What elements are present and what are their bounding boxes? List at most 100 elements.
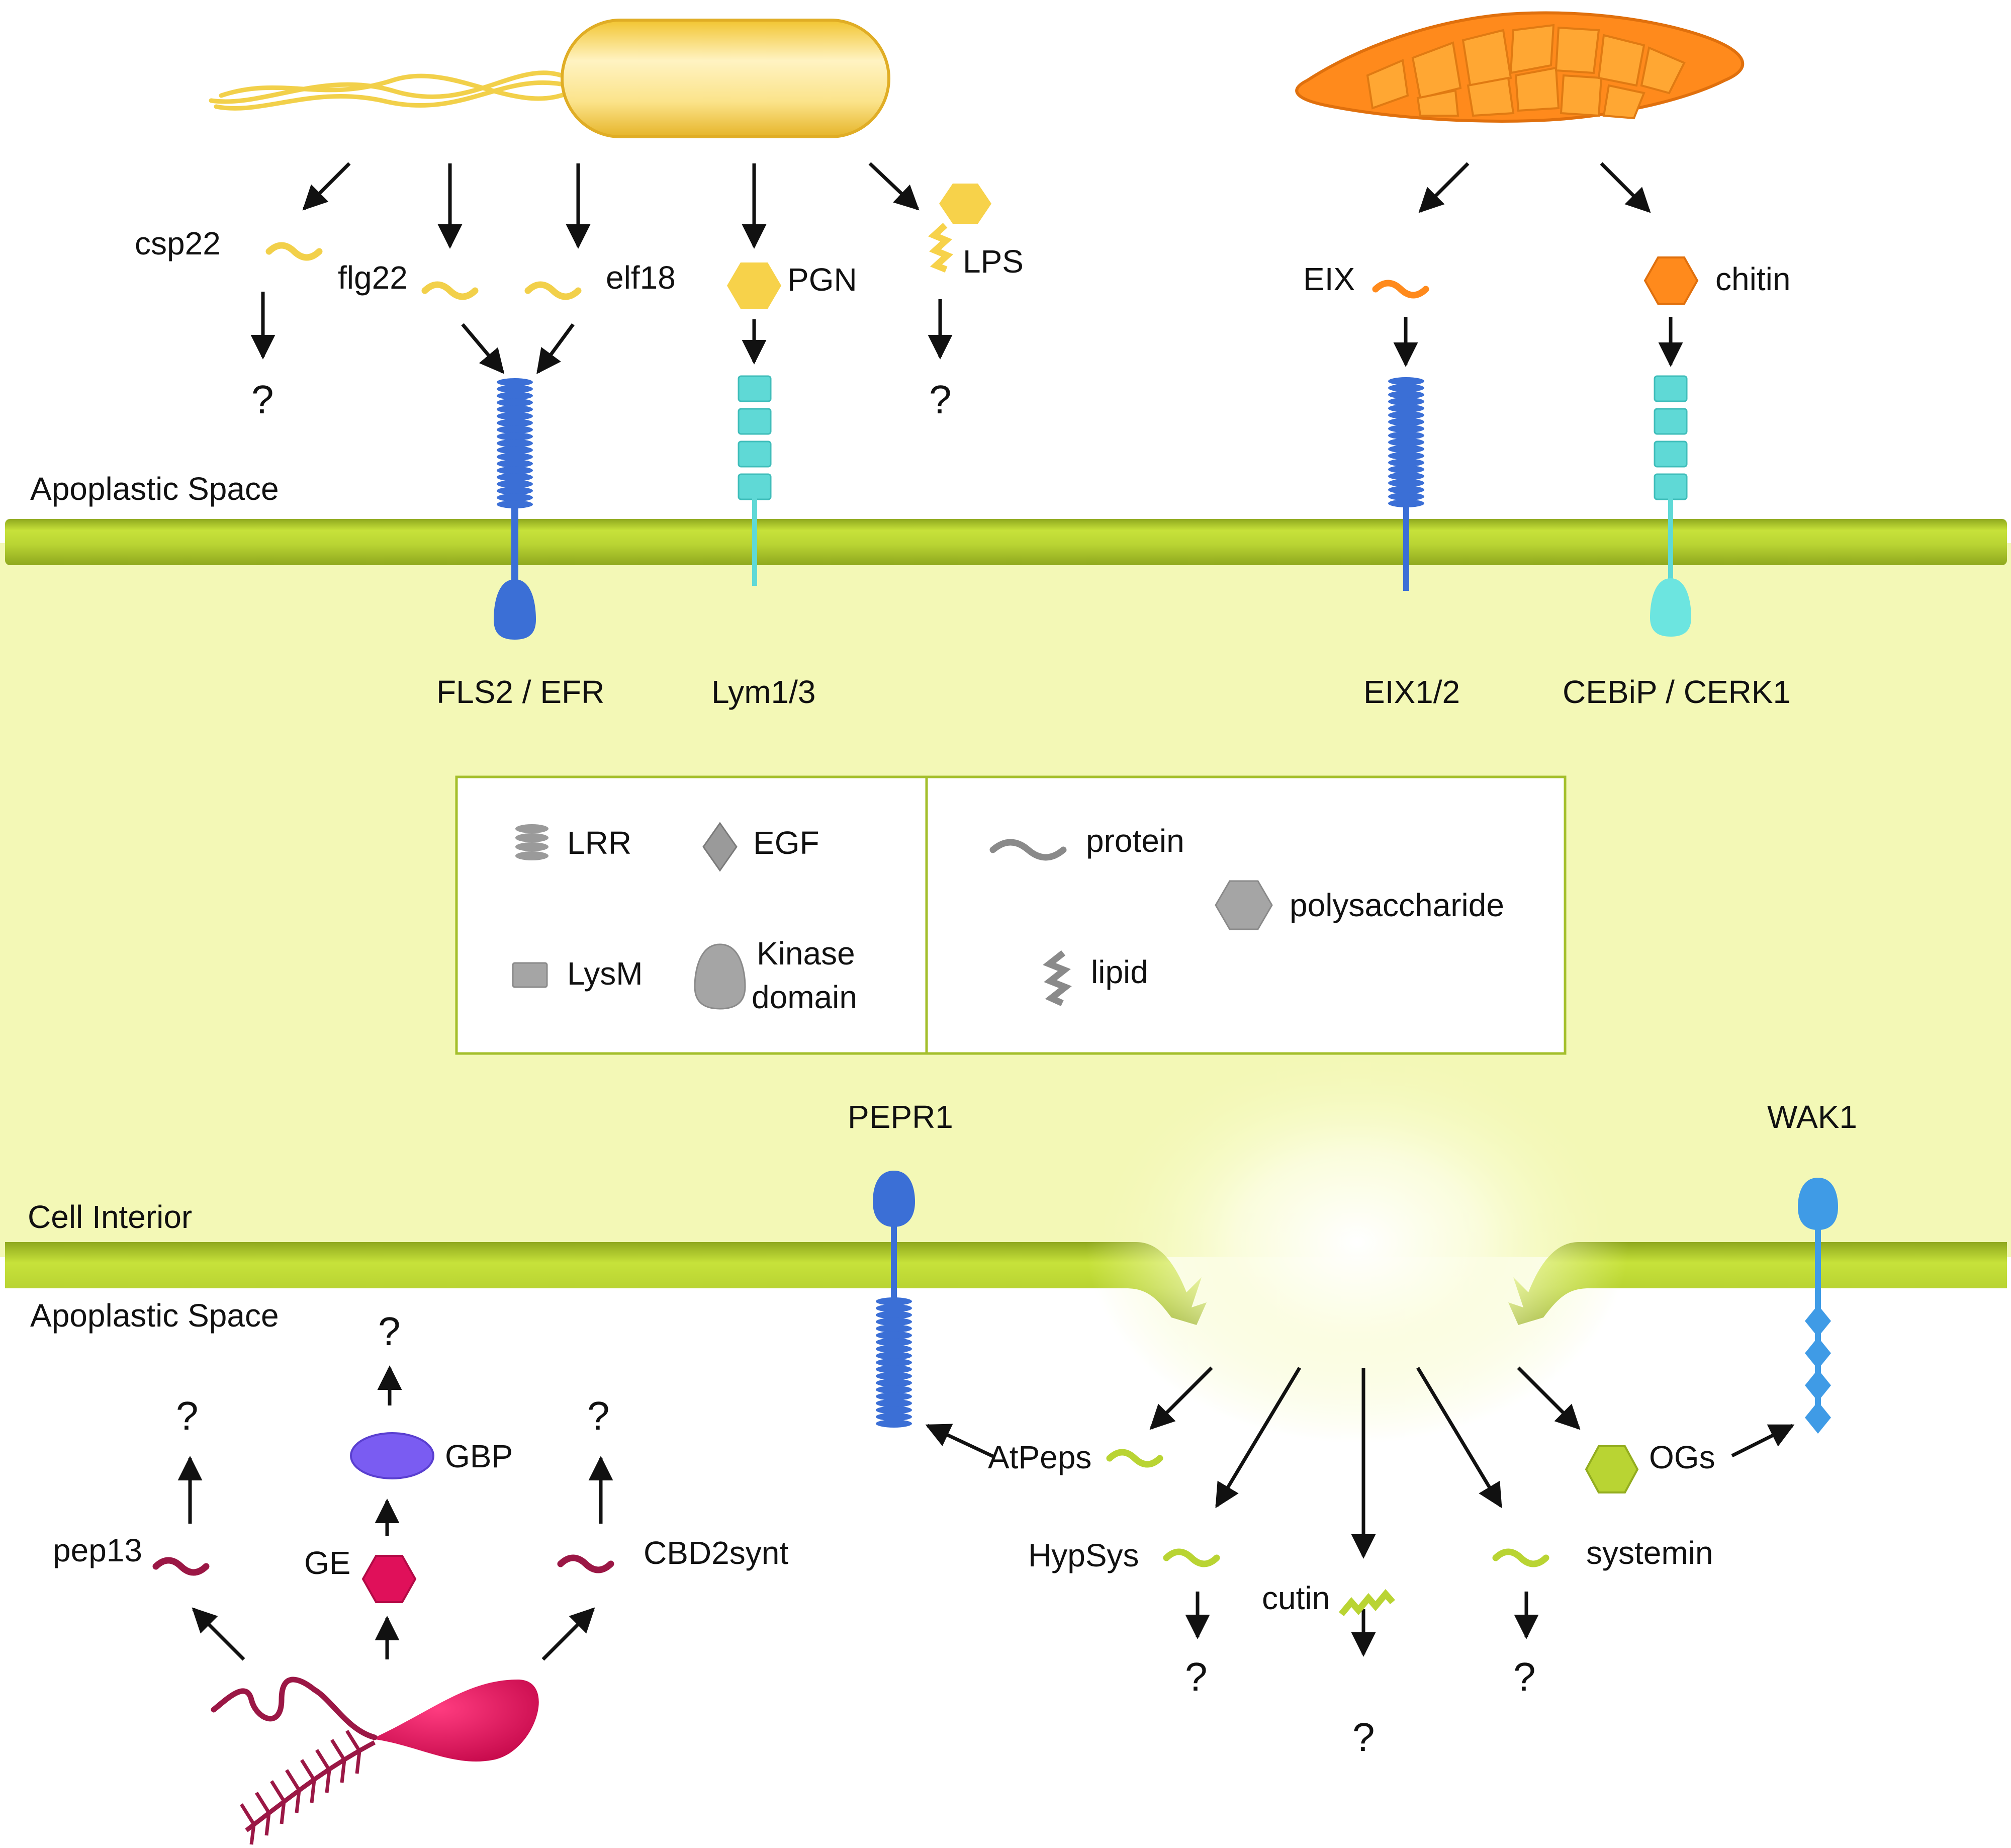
elf18-protein-icon — [524, 281, 582, 300]
lrr-repeat — [1388, 424, 1424, 433]
lrr-repeat — [497, 487, 533, 495]
legend-protein-label: protein — [1086, 823, 1184, 859]
lrr-repeat — [876, 1345, 912, 1353]
lrr-repeat — [1388, 377, 1424, 385]
lysm-repeat — [738, 473, 772, 500]
lrr-repeat — [1388, 465, 1424, 474]
lrr-repeat — [876, 1365, 912, 1373]
cebip-cerk1-label: CEBiP / CERK1 — [1563, 674, 1791, 710]
lrr-repeat — [876, 1413, 912, 1421]
eix12-receptor — [1388, 377, 1424, 591]
bacterium — [209, 19, 890, 138]
gbp-unknown-receptor: ? — [378, 1309, 401, 1354]
elf18-label: elf18 — [606, 259, 676, 296]
lrr-repeat — [876, 1392, 912, 1400]
apoplast-top-label: Apoplastic Space — [30, 471, 279, 507]
oomycete-arrows — [177, 1365, 613, 1661]
lrr-repeat — [497, 453, 533, 461]
pgn-polysaccharide-icon — [727, 262, 781, 309]
legend-polysaccharide-label: polysaccharide — [1290, 887, 1504, 923]
lrr-repeat — [497, 460, 533, 468]
lrr-repeat — [497, 493, 533, 502]
cutin-unknown-receptor: ? — [1352, 1715, 1375, 1759]
damp-release-arrows — [925, 1366, 1795, 1657]
systemin-protein-icon — [1492, 1548, 1549, 1567]
lrr-repeat — [876, 1385, 912, 1394]
lrr-repeat — [876, 1372, 912, 1380]
lym-receptor — [738, 375, 772, 586]
legend-egf-label: EGF — [753, 825, 819, 861]
pepr1-label: PEPR1 — [848, 1099, 953, 1135]
lrr-repeat — [1388, 418, 1424, 426]
lrr-repeat — [876, 1399, 912, 1407]
lrr-repeat — [497, 432, 533, 441]
lrr-repeat — [1388, 384, 1424, 392]
oomycete — [211, 1677, 539, 1845]
hypsys-label: HypSys — [1028, 1537, 1139, 1573]
lrr-repeat — [1388, 479, 1424, 487]
ge-polysaccharide-icon — [361, 1555, 417, 1603]
lrr-repeat — [876, 1297, 912, 1305]
oomycete-tinsel-flagellum — [240, 1730, 376, 1845]
csp22-protein-icon — [265, 242, 323, 261]
cell-interior-label: Cell Interior — [28, 1199, 192, 1235]
lps-label: LPS — [963, 243, 1024, 280]
chitin-label: chitin — [1715, 261, 1790, 297]
lrr-repeat — [497, 439, 533, 448]
cbd2synt-protein-icon — [557, 1554, 614, 1573]
lrr-repeat — [876, 1352, 912, 1360]
legend-lipid-label: lipid — [1091, 954, 1148, 990]
hypsys-unknown-receptor: ? — [1185, 1654, 1208, 1699]
polysaccharide-icon — [1215, 880, 1273, 930]
lrr-repeat — [497, 500, 533, 508]
eix-label: EIX — [1303, 261, 1355, 297]
pep13-protein-icon — [152, 1557, 210, 1576]
lrr-repeat — [876, 1325, 912, 1333]
csp22-label: csp22 — [135, 225, 221, 261]
legend-kinase-label-line1: Kinase — [757, 935, 855, 972]
wak1-receptor — [1798, 1178, 1838, 1434]
lym-label: Lym1/3 — [711, 674, 816, 710]
gbp-label: GBP — [445, 1438, 513, 1474]
protein-icon — [989, 839, 1067, 861]
atpeps-label: AtPeps — [988, 1439, 1091, 1475]
flg22-protein-icon — [421, 281, 479, 300]
cbd2synt-label: CBD2synt — [644, 1535, 788, 1571]
lysm-repeat — [1654, 441, 1688, 468]
lrr-repeat — [876, 1304, 912, 1312]
lrr-repeat — [876, 1311, 912, 1319]
eix-protein-icon — [1372, 280, 1429, 299]
legend-lysm-label: LysM — [567, 955, 643, 992]
rupture-glow — [1086, 1041, 1629, 1443]
egf-icon — [702, 822, 738, 872]
lrr-repeat — [1388, 472, 1424, 480]
lrr-repeat — [876, 1358, 912, 1367]
lipid-icon — [1043, 950, 1072, 1006]
ge-label: GE — [304, 1545, 350, 1581]
lysm-repeat — [738, 408, 772, 435]
lrr-repeat — [497, 425, 533, 434]
lrr-repeat — [876, 1379, 912, 1387]
lrr-repeat — [1388, 397, 1424, 406]
systemin-unknown-receptor: ? — [1513, 1654, 1536, 1699]
lps-unknown-receptor: ? — [929, 377, 952, 422]
lrr-repeat — [497, 392, 533, 400]
lps-lipid-icon — [928, 184, 991, 273]
eix12-label: EIX1/2 — [1363, 674, 1460, 710]
ogs-label: OGs — [1649, 1439, 1715, 1475]
cutin-label: cutin — [1262, 1580, 1330, 1616]
gbp-receptor-icon — [350, 1432, 434, 1479]
lrr-repeat — [1388, 438, 1424, 447]
lrr-repeat — [497, 419, 533, 427]
flg22-label: flg22 — [338, 259, 408, 296]
bacterial-cell — [561, 19, 890, 138]
lrr-repeat — [497, 405, 533, 413]
lysm-repeat — [738, 441, 772, 468]
lysm-icon — [512, 962, 548, 988]
wak1-label: WAK1 — [1767, 1099, 1857, 1135]
lrr-repeat — [1388, 452, 1424, 460]
cbd2synt-unknown-receptor: ? — [587, 1393, 610, 1438]
legend-lrr-label: LRR — [567, 825, 631, 861]
fungus — [1295, 11, 1745, 123]
